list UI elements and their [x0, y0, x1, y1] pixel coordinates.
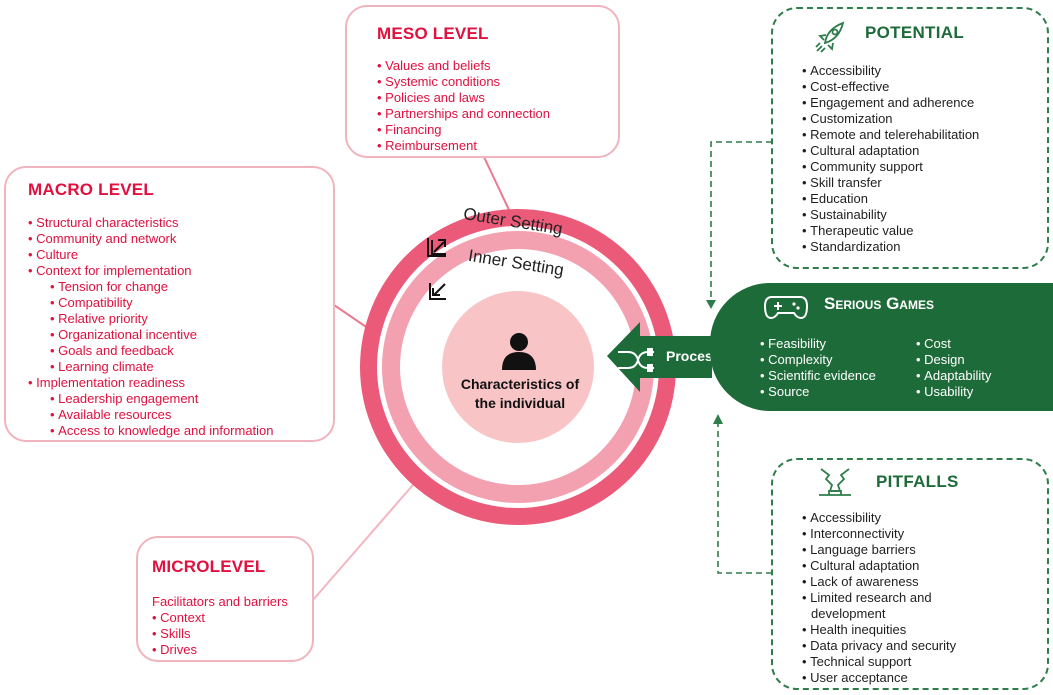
list-item: Leadership engagement [28, 391, 274, 407]
serious-games-list-left: Feasibility Complexity Scientific eviden… [760, 336, 876, 400]
list-item: Context [152, 610, 205, 626]
serious-games-panel: Serious Games Feasibility Complexity Sci… [710, 283, 1053, 411]
arrow-in-icon [429, 283, 446, 300]
person-icon [502, 333, 536, 370]
list-item: Lack of awareness [802, 574, 956, 590]
list-item: Context for implementation [28, 263, 274, 279]
individual-label-line2: the individual [475, 395, 565, 411]
pitfalls-box: PITFALLS Accessibility Interconnectivity… [771, 458, 1049, 690]
list-item: Accessibility [802, 510, 956, 526]
meso-level-box: MESO LEVEL Values and beliefs Systemic c… [345, 5, 620, 158]
meso-connector [483, 156, 511, 213]
pitfalls-list: Accessibility Interconnectivity Language… [802, 510, 956, 686]
list-item: Implementation readiness [28, 375, 274, 391]
list-item: Interconnectivity [802, 526, 956, 542]
list-item: Design [916, 352, 991, 368]
list-item: Cultural adaptation [802, 558, 956, 574]
list-item: Scientific evidence [760, 368, 876, 384]
list-item: Cost-effective [802, 79, 979, 95]
list-item: Usability [916, 384, 991, 400]
individual-label-line1: Characteristics of [461, 376, 580, 392]
list-item: Adaptability [916, 368, 991, 384]
list-item: Organizational incentive [28, 327, 274, 343]
rocket-icon [815, 21, 845, 53]
list-item: Culture [28, 247, 274, 263]
serious-games-list-right: Cost Design Adaptability Usability [916, 336, 991, 400]
list-item: Systemic conditions [377, 74, 550, 90]
list-item: Sustainability [802, 207, 979, 223]
list-item: Limited research and [802, 590, 956, 606]
macro-level-list: Structural characteristics Community and… [28, 215, 274, 439]
potential-connector [710, 141, 772, 306]
list-item: development [811, 606, 886, 621]
list-item: Community and network [28, 231, 274, 247]
gamepad-icon [764, 296, 808, 320]
list-item: Skill transfer [802, 175, 979, 191]
list-item: Engagement and adherence [802, 95, 979, 111]
pitfalls-connector [717, 416, 772, 574]
list-item: Feasibility [760, 336, 876, 352]
list-item: Tension for change [28, 279, 274, 295]
list-item: Standardization [802, 239, 979, 255]
list-item: Customization [802, 111, 979, 127]
list-item: Available resources [28, 407, 274, 423]
list-item: Relative priority [28, 311, 274, 327]
process-arrow [607, 322, 712, 392]
list-item: Education [802, 191, 979, 207]
list-item: Health inequities [802, 622, 956, 638]
inner-setting-label: Inner Setting [467, 246, 565, 280]
potential-list: Accessibility Cost-effective Engagement … [802, 63, 979, 255]
potential-title: POTENTIAL [865, 23, 965, 42]
list-item: Data privacy and security [802, 638, 956, 654]
macro-level-title: MACRO LEVEL [28, 180, 154, 199]
list-item: Cost [916, 336, 991, 352]
list-item: Reimbursement [377, 138, 550, 154]
list-item: Accessibility [802, 63, 979, 79]
microlevel-title: MICROLEVEL [152, 557, 266, 576]
list-item: Skills [152, 626, 205, 642]
connector-icon [618, 348, 654, 372]
list-item: Community support [802, 159, 979, 175]
list-item: Values and beliefs [377, 58, 550, 74]
microlevel-heading: Facilitators and barriers [152, 594, 288, 609]
list-item: Goals and feedback [28, 343, 274, 359]
pitfall-icon [819, 468, 851, 496]
pitfalls-title: PITFALLS [876, 472, 959, 491]
process-label: Process [666, 348, 721, 364]
list-item: Cultural adaptation [802, 143, 979, 159]
potential-box: POTENTIAL Accessibility Cost-effective E… [771, 7, 1049, 269]
list-item: Compatibility [28, 295, 274, 311]
list-item: Policies and laws [377, 90, 550, 106]
list-item: Partnerships and connection [377, 106, 550, 122]
microlevel-list: Context Skills Drives [152, 610, 205, 658]
meso-level-title: MESO LEVEL [377, 24, 489, 43]
list-item: Complexity [760, 352, 876, 368]
microlevel-box: MICROLEVEL Facilitators and barriers Con… [136, 536, 314, 662]
list-item: Source [760, 384, 876, 400]
list-item: User acceptance [802, 670, 956, 686]
list-item: Drives [152, 642, 205, 658]
list-item: Structural characteristics [28, 215, 274, 231]
list-item: Access to knowledge and information [28, 423, 273, 439]
list-item: Language barriers [802, 542, 956, 558]
serious-games-title: Serious Games [824, 294, 934, 313]
outer-setting-label: Outer Setting [462, 204, 564, 238]
list-item: Technical support [802, 654, 956, 670]
list-item: Financing [377, 122, 550, 138]
list-item: Learning climate [28, 359, 274, 375]
list-item: Remote and telerehabilitation [802, 127, 979, 143]
external-link-icon [427, 238, 446, 257]
list-item: Therapeutic value [802, 223, 979, 239]
macro-level-box: MACRO LEVEL Structural characteristics C… [4, 166, 335, 442]
meso-level-list: Values and beliefs Systemic conditions P… [377, 58, 550, 154]
